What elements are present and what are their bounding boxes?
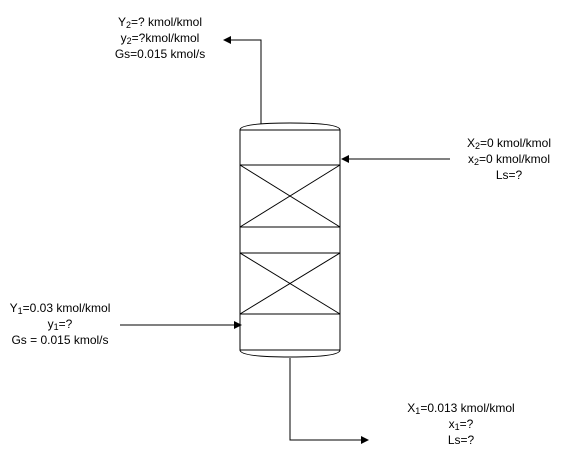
gas-outlet-y2: y2=?kmol/kmol <box>120 31 200 46</box>
absorption-column <box>239 122 341 358</box>
packed-bed-upper-cross-b <box>239 164 341 228</box>
liquid-inlet-X2: X2=0 kmol/kmol <box>466 136 552 151</box>
liquid-outlet-label: X1=0.013 kmol/kmol x1=? Ls=? <box>400 400 522 448</box>
gas-outlet-Gs: Gs=0.015 kmol/s <box>114 47 206 61</box>
liquid-inlet-Ls: Ls=? <box>495 168 523 182</box>
liquid-outlet-arrow <box>289 358 369 444</box>
column-top-cap <box>239 122 341 131</box>
packed-bed-lower <box>239 252 341 315</box>
packed-bed-lower-cross-b <box>239 252 341 315</box>
liquid-inlet-label: X2=0 kmol/kmol x2=0 kmol/kmol Ls=? <box>450 135 568 183</box>
gas-outlet-arrow <box>223 36 262 124</box>
gas-inlet-y1: y1=? <box>47 317 73 332</box>
packed-bed-upper <box>239 164 341 228</box>
liquid-outlet-X1: X1=0.013 kmol/kmol <box>407 401 515 416</box>
liquid-inlet-x2: x2=0 kmol/kmol <box>467 152 551 167</box>
gas-inlet-Gs: Gs = 0.015 kmol/s <box>11 333 109 347</box>
gas-outlet-label: Y2=? kmol/kmol y2=?kmol/kmol Gs=0.015 km… <box>100 14 220 62</box>
column-shell <box>239 129 341 351</box>
liquid-outlet-Ls: Ls=? <box>447 433 475 447</box>
gas-inlet-Y1: Y1=0.03 kmol/kmol <box>9 301 111 316</box>
liquid-outlet-x1: x1=? <box>448 417 474 432</box>
gas-inlet-label: Y1=0.03 kmol/kmol y1=? Gs = 0.015 kmol/s <box>0 300 120 348</box>
gas-outlet-Y2: Y2=? kmol/kmol <box>117 15 203 30</box>
column-bottom-cap <box>239 349 341 358</box>
